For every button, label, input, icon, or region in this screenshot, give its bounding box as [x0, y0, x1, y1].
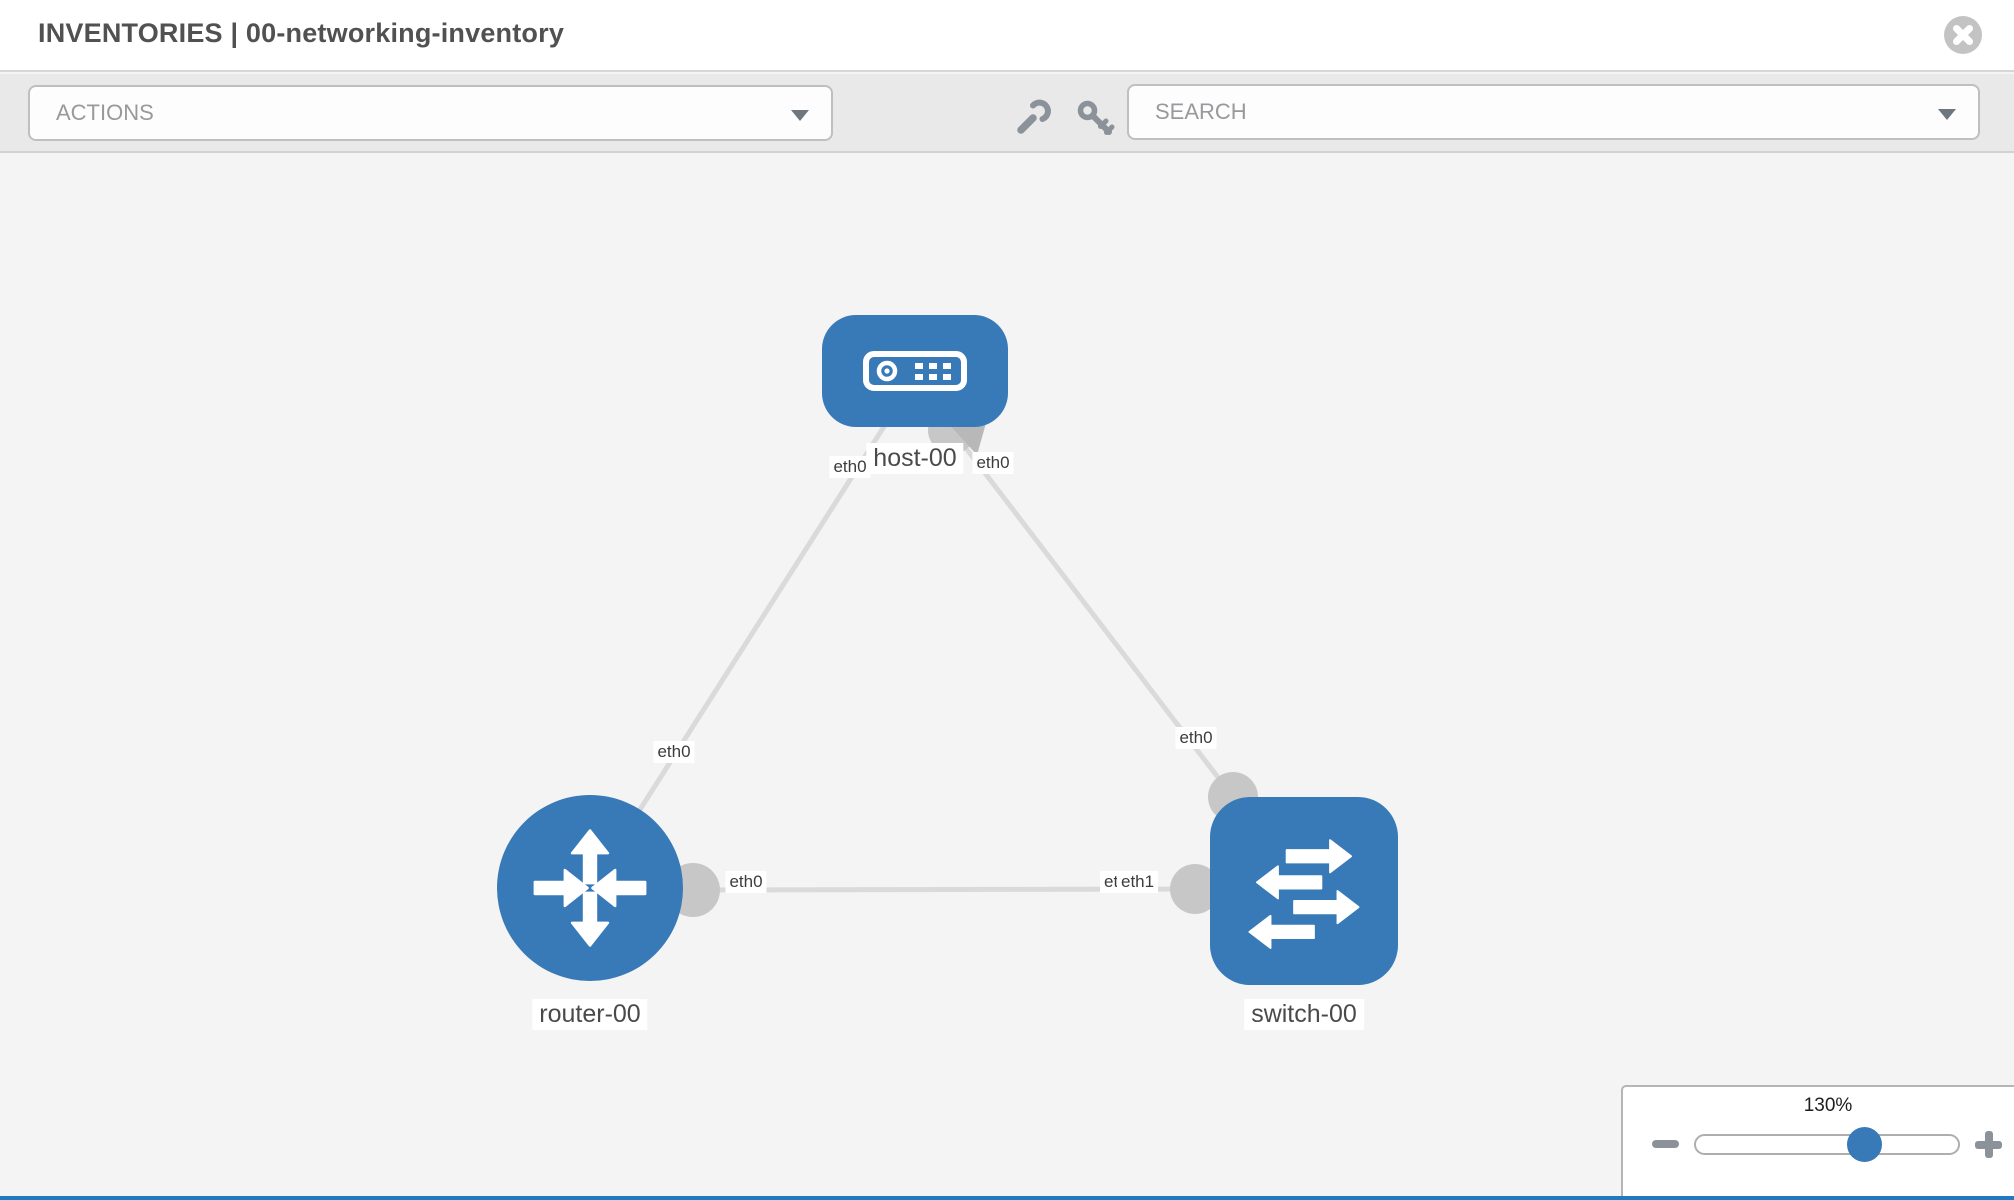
- interface-label: eth0: [653, 741, 695, 763]
- wrench-icon[interactable]: [1013, 98, 1051, 141]
- server-icon: [863, 351, 967, 391]
- search-dropdown[interactable]: SEARCH: [1127, 84, 1980, 140]
- plus-icon[interactable]: [1975, 1131, 2002, 1158]
- close-icon[interactable]: [1944, 16, 1982, 54]
- interface-dot-switch-left: [1170, 864, 1220, 914]
- interface-label: eth1: [1117, 871, 1159, 893]
- zoom-slider-track[interactable]: [1694, 1134, 1960, 1155]
- bottom-edge-bar: [0, 1196, 2014, 1200]
- switch-arrows-icon: [1248, 839, 1360, 949]
- page-title: INVENTORIES | 00-networking-inventory: [38, 18, 565, 48]
- search-placeholder: SEARCH: [1155, 99, 1247, 124]
- chevron-down-icon: [1938, 109, 1956, 120]
- node-switch-00[interactable]: [1210, 797, 1398, 985]
- chevron-down-icon: [791, 110, 809, 121]
- router-arrows-icon: [533, 829, 647, 947]
- node-label-router: router-00: [532, 999, 648, 1030]
- node-host-00[interactable]: [822, 315, 1008, 427]
- toolbar: ACTIONS SEARCH: [0, 74, 2014, 153]
- interface-label: eth0: [725, 871, 767, 893]
- interface-label: eth0: [829, 456, 871, 478]
- zoom-slider-thumb[interactable]: [1847, 1127, 1882, 1162]
- node-router-00[interactable]: [497, 795, 683, 981]
- node-label-switch: switch-00: [1244, 999, 1364, 1030]
- interface-label: eth0: [972, 452, 1014, 474]
- link-layer: [587, 406, 1258, 917]
- zoom-level: 130%: [1803, 1095, 1853, 1116]
- key-icon[interactable]: [1076, 99, 1116, 142]
- actions-dropdown-label: ACTIONS: [56, 100, 154, 125]
- topology-canvas[interactable]: host-00 router-00 switch-00 eth0 eth0 et…: [0, 153, 2014, 1200]
- minus-icon[interactable]: [1652, 1140, 1679, 1148]
- actions-dropdown[interactable]: ACTIONS: [28, 85, 833, 141]
- zoom-control-panel: 130%: [1621, 1085, 2014, 1196]
- link-arrow-icon: [946, 421, 986, 455]
- breadcrumb-header: INVENTORIES | 00-networking-inventory: [0, 0, 2014, 72]
- interface-label: eth0: [1175, 727, 1217, 749]
- node-label-host: host-00: [866, 443, 964, 474]
